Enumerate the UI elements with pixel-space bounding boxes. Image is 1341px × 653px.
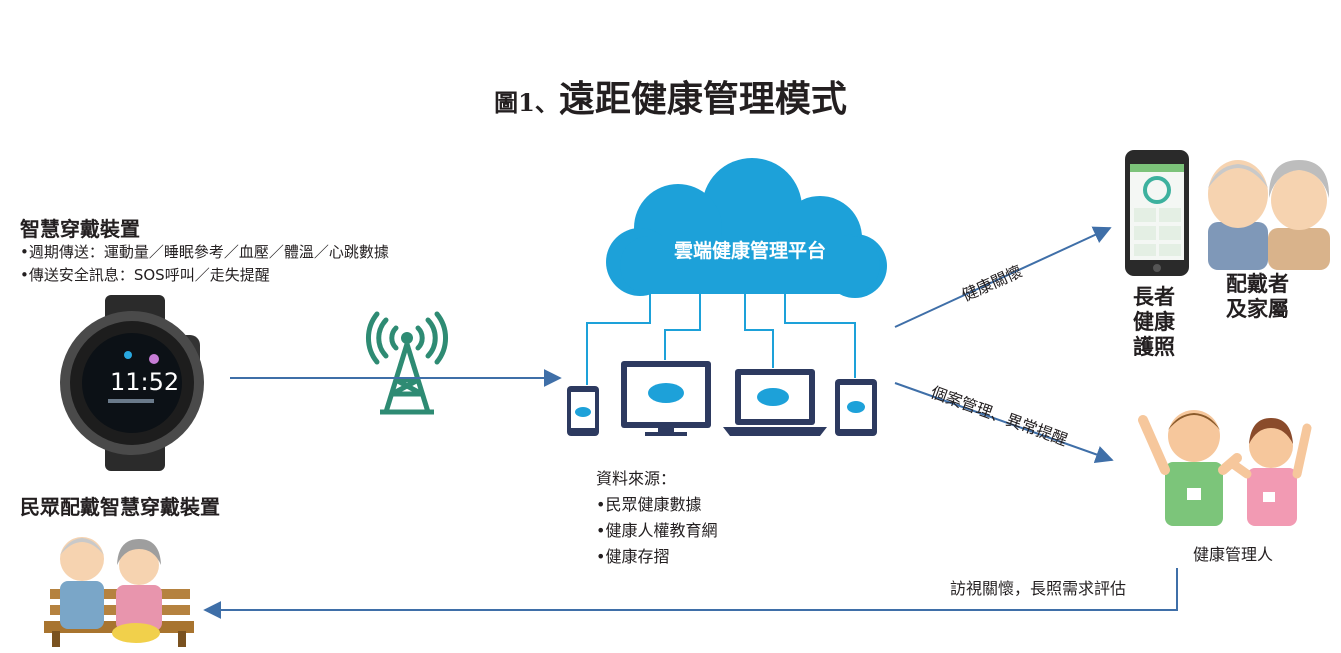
citizens-heading: 民眾配戴智慧穿戴裝置 — [20, 495, 220, 519]
laptop-icon — [723, 369, 827, 436]
elderly-label-line-1: 長者 — [1133, 285, 1175, 309]
wearer-label-line-1: 配戴者 — [1226, 272, 1289, 296]
wearable-heading: 智慧穿戴裝置 — [20, 217, 140, 241]
desktop-monitor-icon — [621, 361, 711, 436]
visit-label: 訪視關懷，長照需求評估 — [950, 579, 1127, 598]
visit-arrow — [203, 568, 1178, 619]
watch-time: 11:52 — [110, 368, 179, 396]
source-item-3: •健康存摺 — [596, 547, 670, 566]
elderly-health-passport-label: 長者 健康 護照 — [1133, 285, 1175, 360]
tablet-device-icon — [835, 379, 877, 436]
figure-title-text: 遠距健康管理模式 — [558, 78, 847, 120]
sources-heading: 資料來源： — [596, 469, 677, 488]
elderly-on-bench-icon — [44, 537, 194, 647]
wearable-bullet-1: •週期傳送：運動量／睡眠參考／血壓／體溫／心跳數據 — [20, 243, 389, 261]
figure-title: 圖1、遠距健康管理模式 — [0, 70, 1341, 122]
health-manager-label: 健康管理人 — [1193, 545, 1274, 564]
smartphone-app-icon — [1125, 150, 1189, 276]
elderly-label-line-2: 健康 — [1133, 310, 1175, 334]
wearable-bullet-2: •傳送安全訊息：SOS呼叫／走失提醒 — [20, 266, 270, 284]
cloud-icon — [606, 158, 887, 298]
case-arrow — [894, 382, 1114, 464]
elderly-label-line-3: 護照 — [1133, 335, 1175, 359]
figure-number: 圖1、 — [494, 88, 559, 117]
phone-device-icon — [567, 386, 599, 436]
wearer-family-label: 配戴者 及家屬 — [1226, 272, 1289, 322]
elderly-couple-icon — [1208, 160, 1330, 270]
source-item-2: •健康人權教育網 — [596, 521, 718, 540]
care-arrow — [894, 226, 1112, 328]
smartwatch-icon: 11:52 — [60, 295, 204, 471]
health-managers-icon — [1138, 410, 1312, 526]
wearer-label-line-2: 及家屬 — [1226, 297, 1289, 321]
source-item-1: •民眾健康數據 — [596, 495, 702, 514]
cloud-platform-label: 雲端健康管理平台 — [673, 240, 826, 262]
